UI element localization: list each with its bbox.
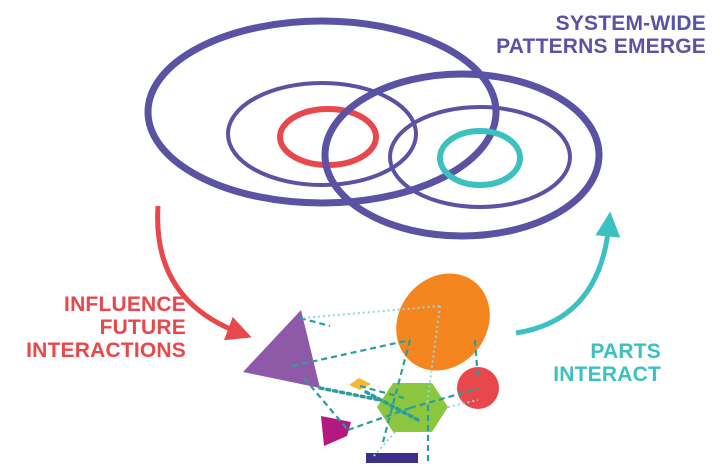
emergent-pattern-rings — [144, 17, 603, 240]
inner-ring-teal — [437, 128, 523, 188]
yellow-diamond-part — [349, 378, 371, 390]
interact-arrow — [515, 211, 621, 336]
label-interact-line1: PARTS — [590, 340, 661, 363]
purple-triangle-part — [243, 310, 320, 388]
interaction-links-dashed — [291, 316, 481, 462]
influence-arrow — [155, 205, 252, 341]
interaction-links-bold-dotted — [318, 386, 420, 422]
label-influence-future-interactions: INFLUENCE FUTURE INTERACTIONS — [26, 293, 186, 362]
middle-ring-left — [226, 81, 418, 187]
interaction-links-dotted — [302, 305, 479, 459]
label-parts-interact: PARTS INTERACT — [551, 340, 661, 386]
navy-bar-part — [366, 453, 418, 463]
outer-ring-right — [321, 70, 603, 240]
interacting-parts — [243, 273, 499, 463]
label-interact-line2: INTERACT — [553, 363, 661, 386]
label-system-wide-patterns-emerge: SYSTEM-WIDE PATTERNS EMERGE — [496, 12, 706, 58]
magenta-quad-part — [321, 416, 351, 446]
label-influence-line3: INTERACTIONS — [26, 339, 186, 362]
middle-ring-right — [388, 105, 572, 209]
orange-ellipse-part — [396, 273, 490, 371]
outer-ring-left — [144, 17, 500, 207]
label-emerge-line2: PATTERNS EMERGE — [496, 35, 706, 58]
label-emerge-line1: SYSTEM-WIDE — [555, 12, 706, 35]
label-influence-line1: INFLUENCE — [64, 293, 186, 316]
label-influence-line2: FUTURE — [99, 316, 186, 339]
